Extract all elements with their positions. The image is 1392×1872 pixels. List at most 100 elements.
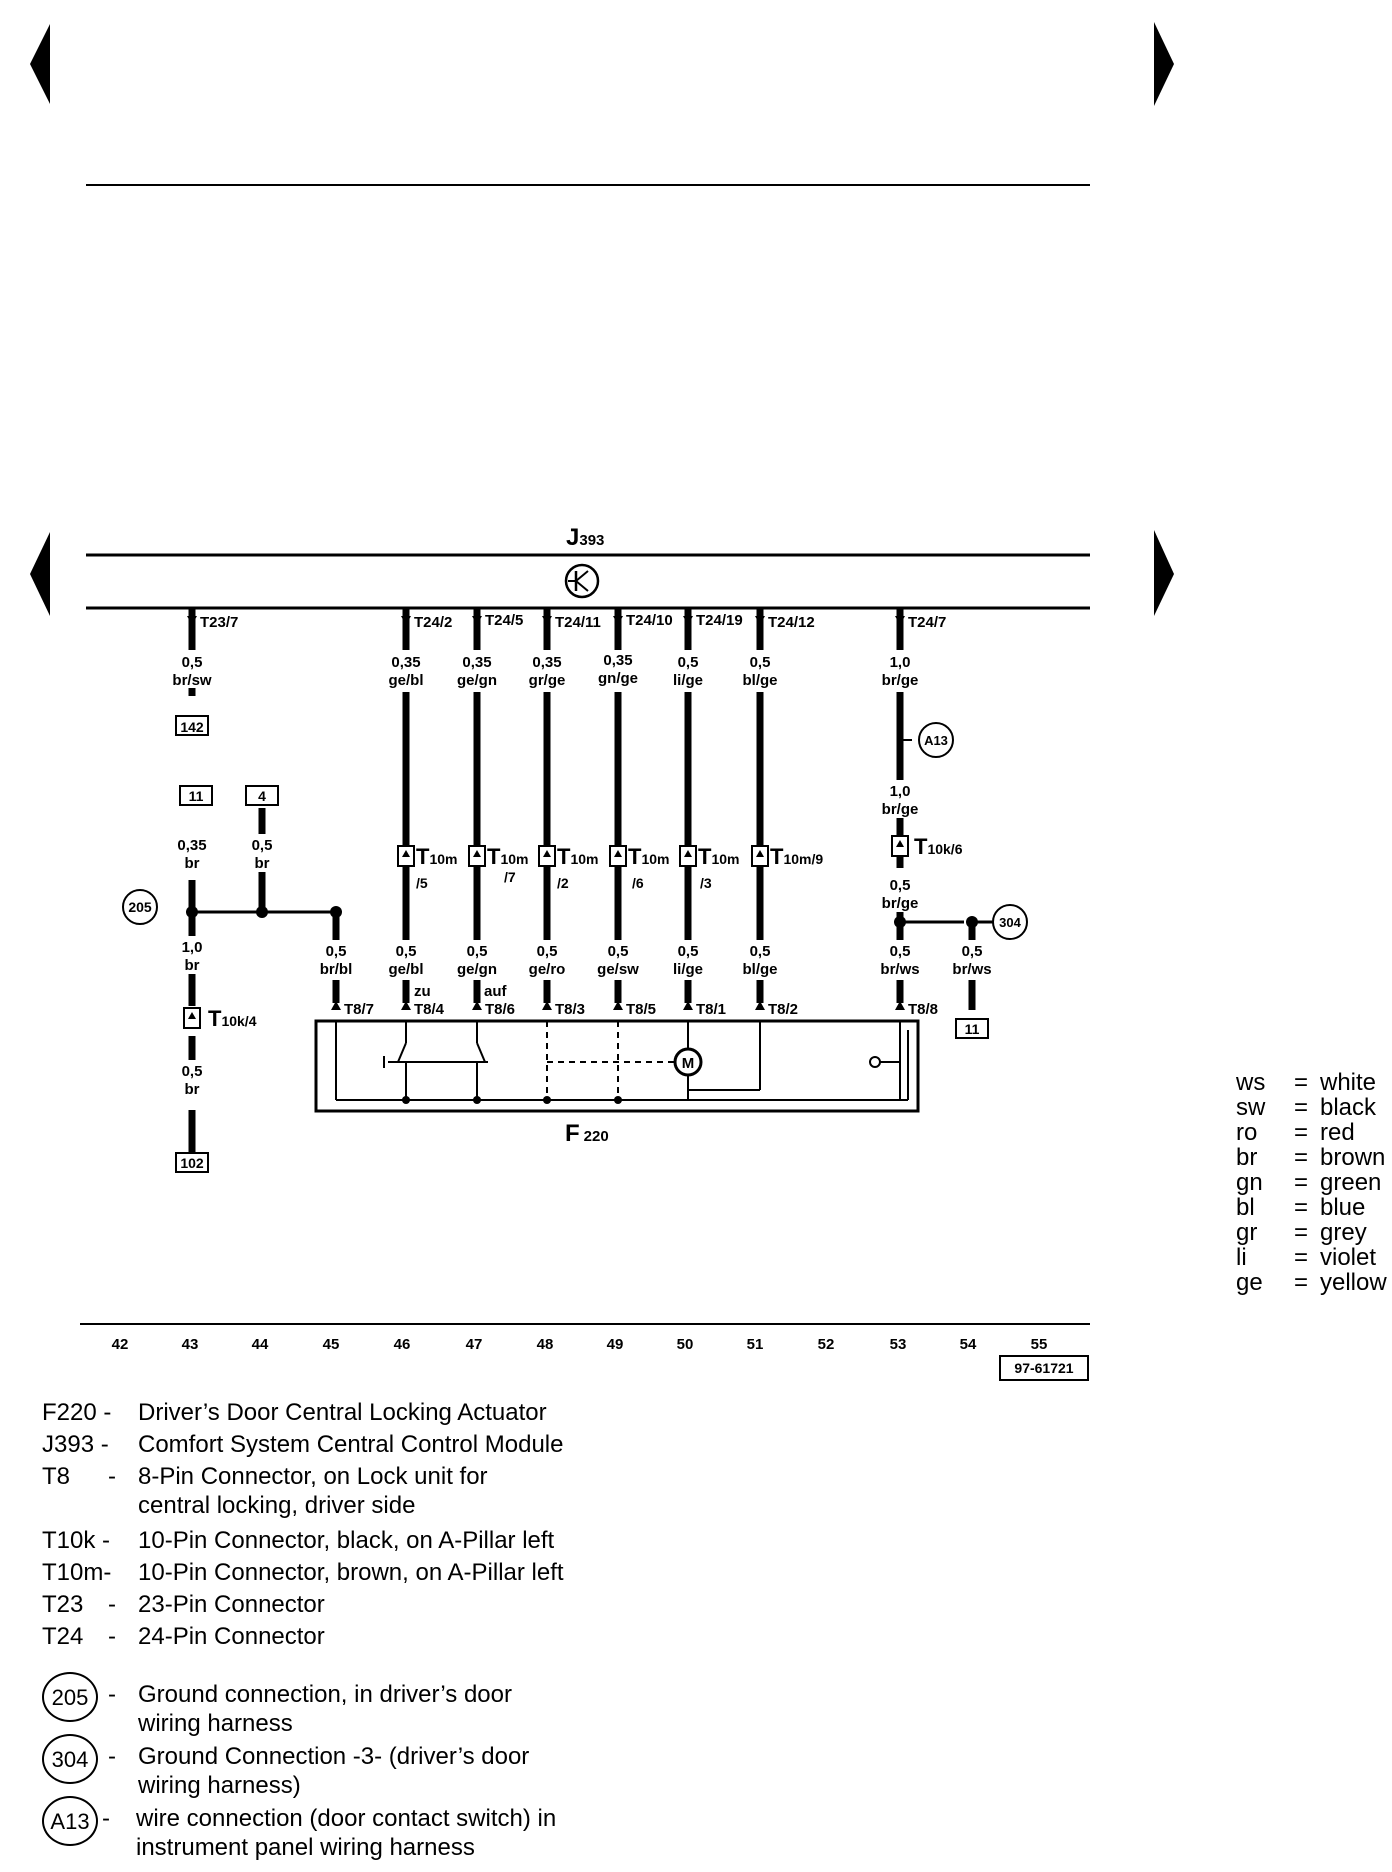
legend-name: grey xyxy=(1320,1219,1367,1246)
connector-t10k4: T10k/4 xyxy=(183,1006,257,1031)
prev-page-arrow-top[interactable] xyxy=(30,24,50,104)
legend-row: gr=grey xyxy=(1236,1219,1367,1246)
svg-text:T8/3: T8/3 xyxy=(555,1001,585,1018)
key-dash: - xyxy=(102,1805,110,1832)
ground-key-row-a13: A13 - wire connection (door contact swit… xyxy=(42,1794,662,1861)
legend-row: ro=red xyxy=(1236,1119,1355,1146)
svg-text:ge/bl: ge/bl xyxy=(388,961,423,978)
ref-box-11-right: 11 xyxy=(955,1018,989,1039)
svg-text:0,35: 0,35 xyxy=(177,837,206,854)
junction-dots xyxy=(186,906,978,928)
svg-text:T10m: T10m xyxy=(628,844,669,869)
key-dash: - xyxy=(108,1681,116,1708)
ground-304-icon: 304 xyxy=(42,1734,98,1784)
svg-text:0,5: 0,5 xyxy=(326,943,347,960)
wire-color: ge/bl xyxy=(388,672,423,689)
wire-lines xyxy=(188,608,976,1160)
next-page-arrow-top[interactable] xyxy=(1154,22,1174,106)
svg-text:T10m/9: T10m/9 xyxy=(770,844,823,869)
key-desc: 8-Pin Connector, on Lock unit for centra… xyxy=(138,1463,488,1519)
wire-size: 1,0 xyxy=(890,654,911,671)
component-key: F220 - Driver’s Door Central Locking Act… xyxy=(42,1398,662,1658)
legend-code: gn xyxy=(1236,1169,1263,1196)
next-page-arrow-bottom[interactable] xyxy=(1154,530,1174,616)
svg-text:ge/ro: ge/ro xyxy=(529,961,566,978)
key-code: T24 xyxy=(42,1623,84,1650)
svg-text:br: br xyxy=(185,1081,200,1098)
pin-label: T24/10 xyxy=(626,612,673,629)
key-desc: 23-Pin Connector xyxy=(138,1591,325,1618)
svg-text:br: br xyxy=(255,855,270,872)
svg-text:br/ws: br/ws xyxy=(952,961,991,978)
svg-text:102: 102 xyxy=(180,1155,204,1171)
svg-text:11: 11 xyxy=(189,788,204,804)
pin-label: T24/7 xyxy=(908,614,946,631)
auf-label: auf xyxy=(484,983,508,1000)
pin-label: T24/11 xyxy=(555,614,601,631)
svg-text:48: 48 xyxy=(537,1336,554,1353)
ground-key-row-304: 304 - Ground Connection -3- (driver’s do… xyxy=(42,1732,662,1799)
pin-label: T24/5 xyxy=(485,612,523,629)
a13-wire-labels: 1,0 br/ge 0,5 br/ge xyxy=(872,780,928,912)
svg-text:0,5: 0,5 xyxy=(537,943,558,960)
legend-code: br xyxy=(1236,1144,1258,1171)
f220-nodes xyxy=(402,1096,622,1104)
svg-text:0,5: 0,5 xyxy=(252,837,273,854)
svg-text:0,5: 0,5 xyxy=(890,943,911,960)
ref-box-102: 102 xyxy=(175,1152,209,1173)
zu-label: zu xyxy=(414,983,431,1000)
svg-text:142: 142 xyxy=(180,719,204,735)
wire-color: br/sw xyxy=(172,672,212,689)
ground-key: 205 - Ground connection, in driver’s doo… xyxy=(42,1670,662,1870)
key-desc: wire connection (door contact switch) in… xyxy=(136,1805,557,1861)
wire-color: gr/ge xyxy=(529,672,566,689)
svg-text:T8/2: T8/2 xyxy=(768,1001,798,1018)
svg-text:46: 46 xyxy=(394,1336,411,1353)
key-desc: 10-Pin Connector, brown, on A-Pillar lef… xyxy=(138,1559,564,1586)
svg-text:T8/1: T8/1 xyxy=(696,1001,726,1018)
svg-text:/5: /5 xyxy=(416,875,428,891)
svg-text:li/ge: li/ge xyxy=(673,961,703,978)
wire-size: 0,35 xyxy=(391,654,420,671)
svg-text:49: 49 xyxy=(607,1336,624,1353)
svg-text:/6: /6 xyxy=(632,875,644,891)
svg-text:0,5: 0,5 xyxy=(467,943,488,960)
svg-text:/2: /2 xyxy=(557,875,569,891)
key-code: J393 - xyxy=(42,1431,109,1458)
key-dash: - xyxy=(108,1743,116,1770)
legend-code: ws xyxy=(1236,1069,1266,1096)
svg-text:50: 50 xyxy=(677,1336,694,1353)
svg-text:1,0: 1,0 xyxy=(182,939,203,956)
wire-color: bl/ge xyxy=(742,672,777,689)
key-desc: Comfort System Central Control Module xyxy=(138,1431,564,1458)
ground-key-row-205: 205 - Ground connection, in driver’s doo… xyxy=(42,1670,662,1737)
wire-color: gn/ge xyxy=(598,670,638,687)
pin-label: T24/12 xyxy=(768,614,815,631)
legend-code: sw xyxy=(1236,1094,1266,1121)
svg-text:T8/4: T8/4 xyxy=(414,1001,445,1018)
legend-row: gn=green xyxy=(1236,1169,1382,1196)
wire-size: 0,5 xyxy=(678,654,699,671)
motor-icon: M xyxy=(673,1047,703,1077)
a13-icon: A13 xyxy=(42,1796,98,1846)
pin-label: T24/19 xyxy=(696,612,743,629)
wire-color: br/ge xyxy=(882,672,919,689)
legend-row: li=violet xyxy=(1236,1244,1377,1271)
svg-text:br: br xyxy=(185,957,200,974)
svg-text:br/bl: br/bl xyxy=(320,961,353,978)
svg-text:51: 51 xyxy=(747,1336,764,1353)
legend-row: sw=black xyxy=(1236,1094,1377,1121)
wire-color: ge/gn xyxy=(457,672,497,689)
svg-text:bl/ge: bl/ge xyxy=(742,961,777,978)
svg-text:0,5: 0,5 xyxy=(678,943,699,960)
svg-text:ge/gn: ge/gn xyxy=(457,961,497,978)
legend-name: violet xyxy=(1320,1244,1377,1271)
prev-page-arrow-bottom[interactable] xyxy=(30,532,50,616)
wire-size: 0,5 xyxy=(750,654,771,671)
svg-text:0,5: 0,5 xyxy=(608,943,629,960)
svg-text:0,5: 0,5 xyxy=(182,1063,203,1080)
wiring-diagram: J393 xyxy=(30,22,1174,1381)
svg-text:M: M xyxy=(682,1055,695,1072)
pin-label: T24/2 xyxy=(414,614,452,631)
svg-text:44: 44 xyxy=(252,1336,269,1353)
